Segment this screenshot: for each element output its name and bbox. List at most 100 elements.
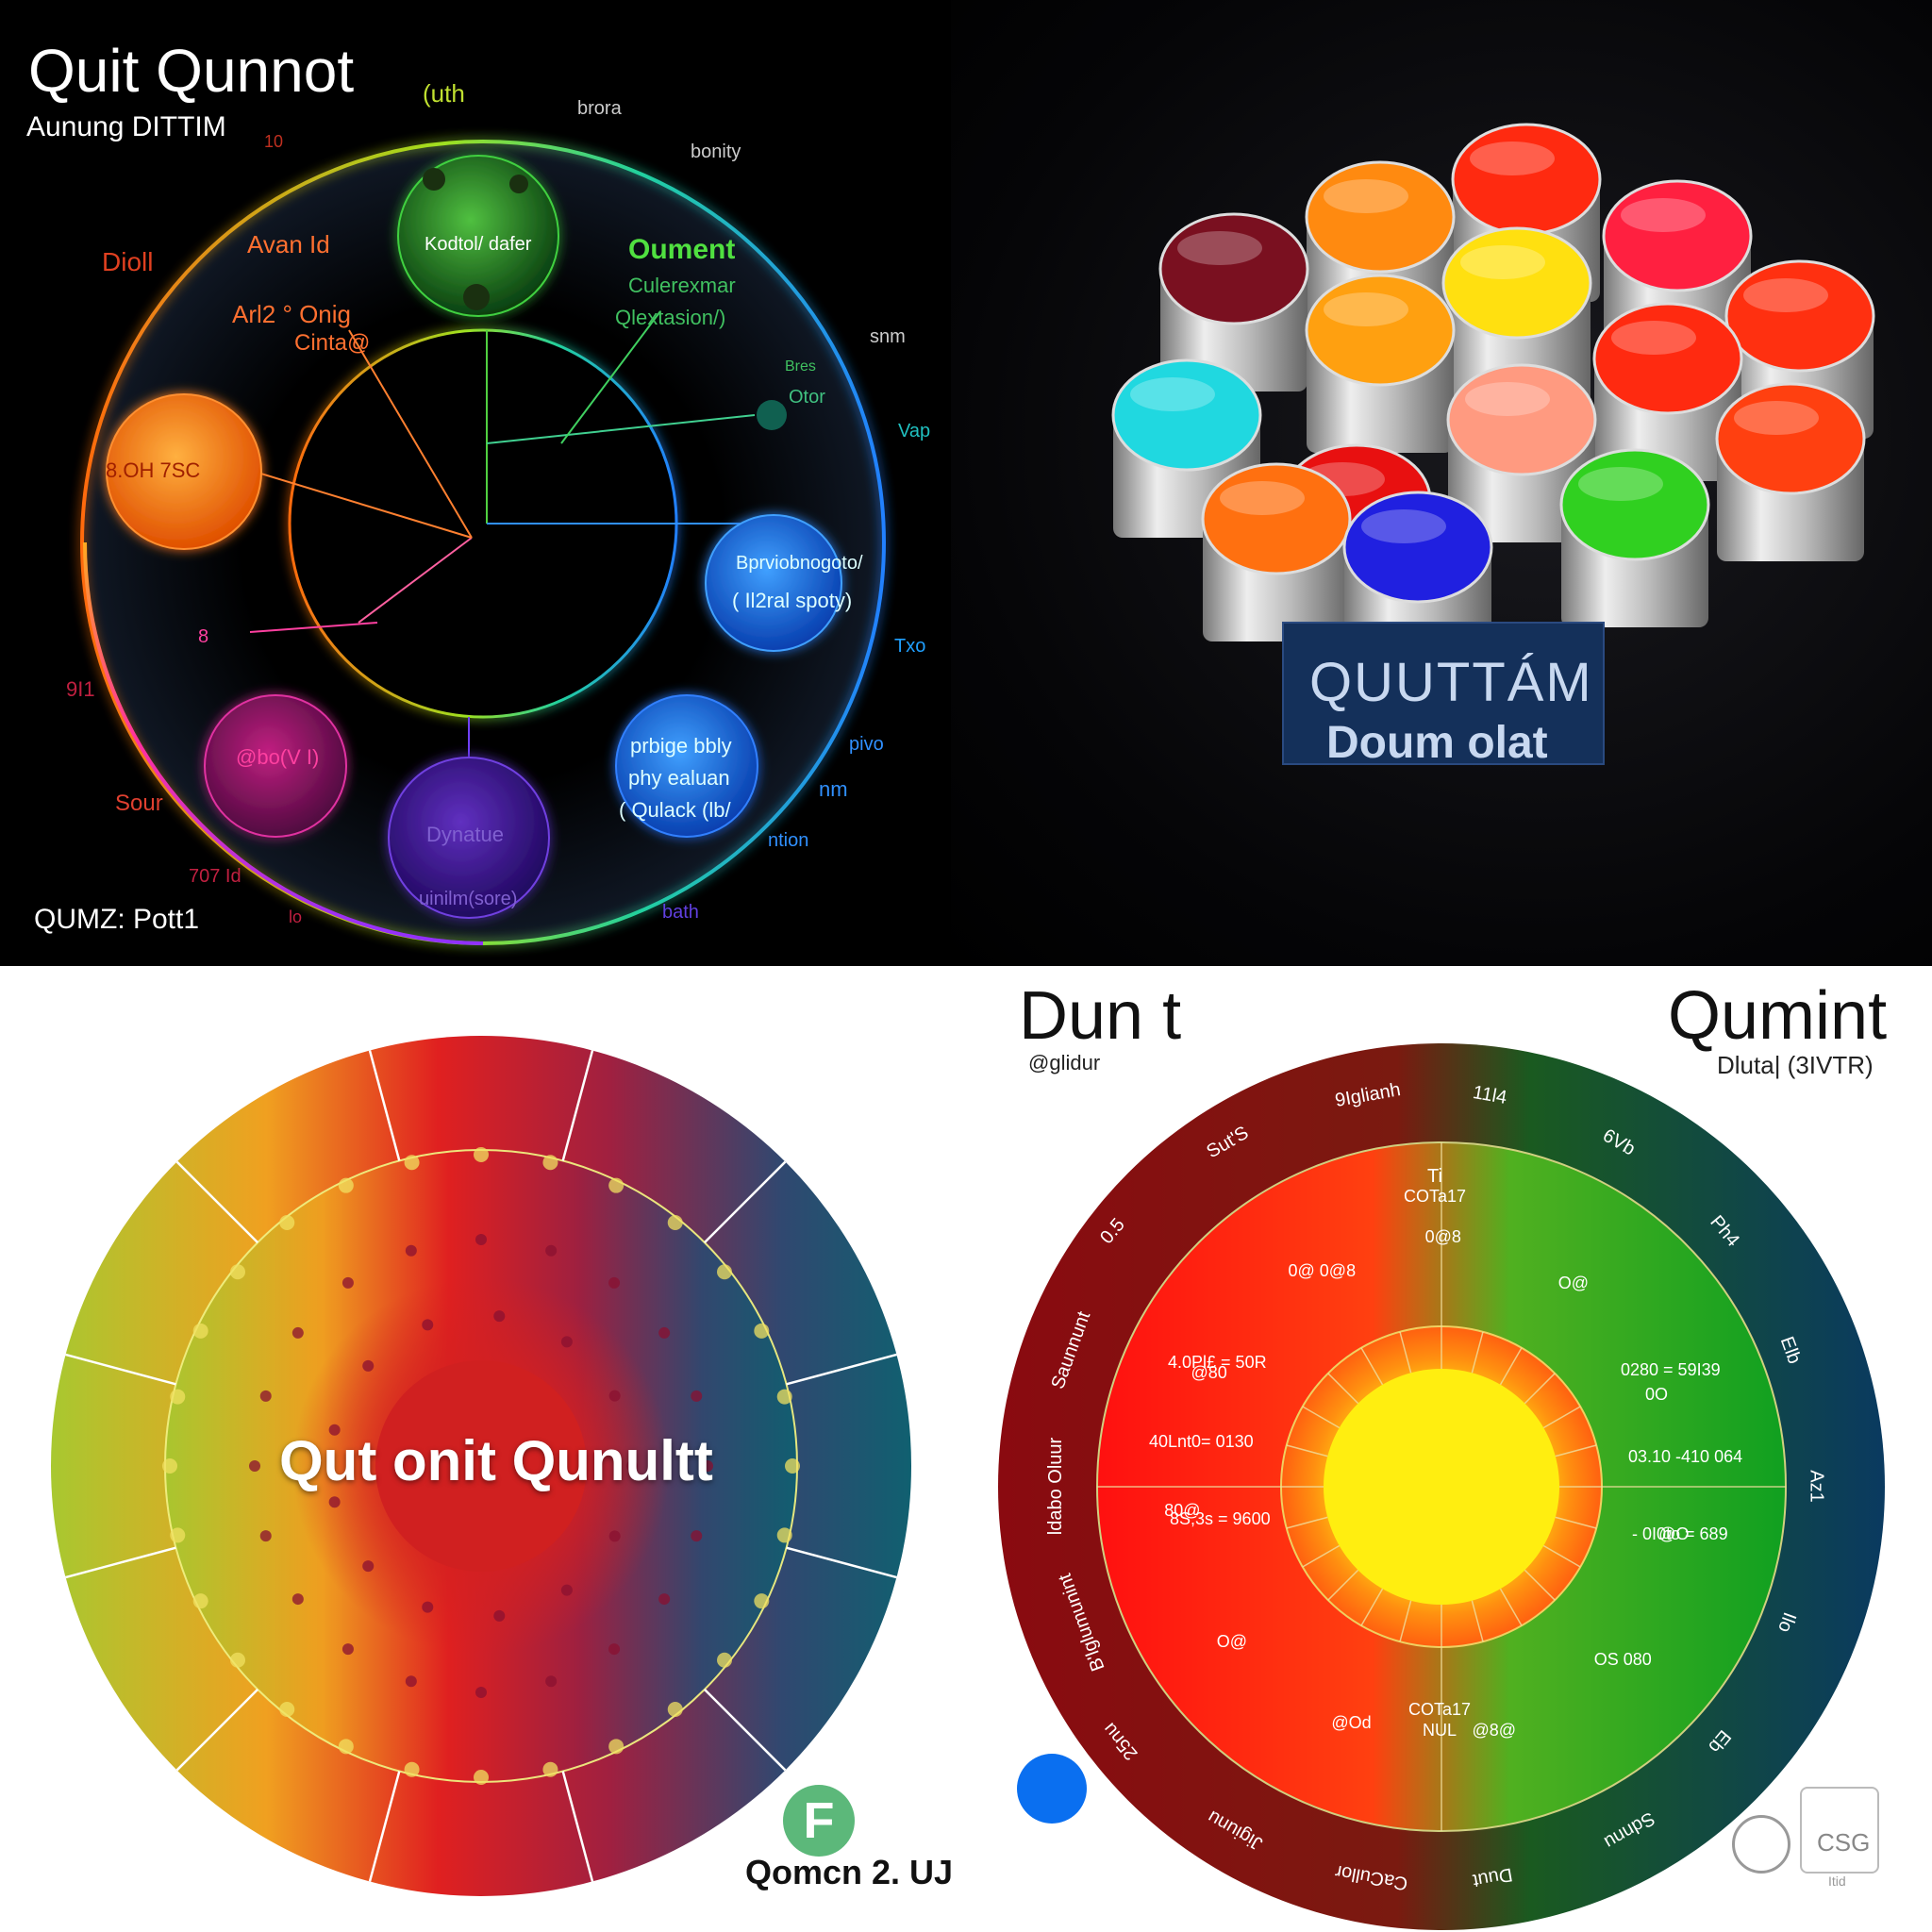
label-pivo: pivo xyxy=(849,734,884,755)
sunburst-spoke xyxy=(1471,1331,1484,1374)
panel-sunburst: Dun t @glidur Qumint Dluta| (3IVTR) 11l4… xyxy=(951,966,1932,1932)
wheel-dot xyxy=(405,1244,417,1257)
sunburst-spoke xyxy=(1327,1373,1359,1405)
wheel-dot xyxy=(608,1739,625,1755)
vial-cap xyxy=(1305,160,1456,274)
sunburst-spoke xyxy=(1524,1373,1556,1405)
wheel-dot xyxy=(667,1214,683,1230)
label-pink-bubble: @bo(V I) xyxy=(236,745,320,769)
teal-node xyxy=(757,400,787,430)
outer-ring-lower xyxy=(83,541,484,945)
badge-f: F xyxy=(783,1785,855,1857)
wheel-dot xyxy=(279,1214,295,1230)
vial-highlight xyxy=(1130,377,1215,411)
wheel-dot xyxy=(608,1276,621,1289)
vial-cap xyxy=(1592,302,1743,415)
vial-cap xyxy=(1158,212,1309,325)
vial-cap xyxy=(1715,382,1866,495)
sunburst-spoke xyxy=(1360,1347,1384,1386)
label-sig8: 8 xyxy=(198,626,209,647)
sunburst-spoke xyxy=(1499,1588,1523,1626)
vial-cap xyxy=(1559,448,1710,561)
sunburst-title-right: Qumint xyxy=(1668,978,1888,1054)
vial-cap xyxy=(1111,358,1262,472)
vial-cap xyxy=(1342,491,1493,604)
sunburst-small-mark: 0@ 0@8 xyxy=(1288,1260,1357,1280)
wheel-dot xyxy=(422,1319,434,1331)
label-orange-bubble: 8.OH 7SC xyxy=(106,458,201,482)
vial-cap xyxy=(1724,259,1875,373)
wheel-spoke xyxy=(65,1546,176,1579)
orange-bubble xyxy=(106,393,262,550)
wheel-dot xyxy=(341,1643,354,1656)
vial-highlight xyxy=(1324,292,1408,326)
wheel-dot xyxy=(776,1527,792,1543)
wheel-dot xyxy=(338,1739,354,1755)
label-ten: 10 xyxy=(264,132,284,151)
sunburst-spoke xyxy=(1555,1516,1597,1529)
wheel-dot xyxy=(702,1460,713,1472)
sunburst-outer-label: Az1 xyxy=(1806,1470,1827,1503)
wheel-spokes xyxy=(65,1050,897,1882)
plaque-line2: Doum olat xyxy=(1326,718,1548,768)
outer-ring xyxy=(80,140,886,945)
green-bubble xyxy=(397,155,559,317)
vial-cap xyxy=(1602,179,1753,292)
connector-lines xyxy=(249,310,756,774)
wheel-dot xyxy=(608,1177,625,1193)
sunburst-spoke xyxy=(1542,1406,1581,1429)
wheel-dot xyxy=(691,1390,703,1402)
wheel-dots xyxy=(162,1147,800,1785)
wheel-dot xyxy=(192,1593,208,1609)
sunburst-title-left: Dun t xyxy=(1019,978,1182,1054)
inner-bottom-2: NUL xyxy=(1423,1721,1457,1740)
wheel-dot xyxy=(474,1770,489,1785)
wheel-dot xyxy=(608,1530,621,1542)
wheel-dot xyxy=(542,1155,558,1171)
sunburst-spoke xyxy=(1555,1444,1597,1457)
blue-bubble-2 xyxy=(615,694,758,838)
vial-cap xyxy=(1451,123,1602,236)
label-prbige: prbige bbly xyxy=(630,734,732,758)
vial-highlight xyxy=(1611,321,1696,355)
label-nm: nm xyxy=(819,777,848,801)
wheel-spoke xyxy=(786,1546,897,1579)
vial-highlight xyxy=(1324,179,1408,213)
label-centa: Cinta@ xyxy=(294,330,371,356)
wheel-dot xyxy=(192,1323,208,1339)
wheel-core xyxy=(375,1360,587,1572)
vial-highlight xyxy=(1743,278,1828,312)
wheel-dot xyxy=(608,1390,621,1402)
wheel-dot xyxy=(170,1527,186,1543)
sunburst-spoke xyxy=(1399,1600,1412,1642)
wheel-dot xyxy=(754,1323,770,1339)
wheel-dot xyxy=(493,1609,506,1622)
vial-highlight xyxy=(1734,401,1819,435)
label-vap: Vap xyxy=(898,421,931,441)
sunburst-small-mark: O@ xyxy=(1216,1631,1247,1651)
wheel-dot xyxy=(717,1652,733,1668)
sunburst-spoke xyxy=(1471,1600,1484,1642)
wheel-spoke xyxy=(703,1688,787,1772)
wheel-dot xyxy=(545,1244,558,1257)
vial-highlight xyxy=(1578,467,1663,501)
label-bath: bath xyxy=(662,902,699,923)
sunburst-spoke xyxy=(1327,1569,1359,1601)
sunburst-core xyxy=(1324,1369,1559,1605)
left-value-3: 8S,3s = 9600 xyxy=(1170,1509,1271,1528)
label-seven: 707 Id xyxy=(189,866,242,887)
plaque-line1: QUUTTÁM xyxy=(1309,652,1593,713)
wheel-dot xyxy=(328,1424,341,1436)
sunburst-small-mark: @80 xyxy=(1191,1362,1227,1382)
wheel-dot xyxy=(474,1147,489,1162)
panel-vial-photo: QUUTTÁM Doum olat xyxy=(951,0,1932,966)
wheel-dot xyxy=(291,1593,304,1606)
label-arlz: Arl2 ° Onig xyxy=(232,300,352,328)
wheel-spoke xyxy=(703,1160,787,1244)
wheel-dot xyxy=(362,1560,375,1573)
label-avan: Avan Id xyxy=(247,230,330,258)
vial-highlight xyxy=(1621,198,1706,232)
vials-cluster xyxy=(1111,123,1875,765)
wheel-spoke xyxy=(368,1771,401,1882)
sunburst-small-mark: 0@8 xyxy=(1424,1227,1461,1247)
